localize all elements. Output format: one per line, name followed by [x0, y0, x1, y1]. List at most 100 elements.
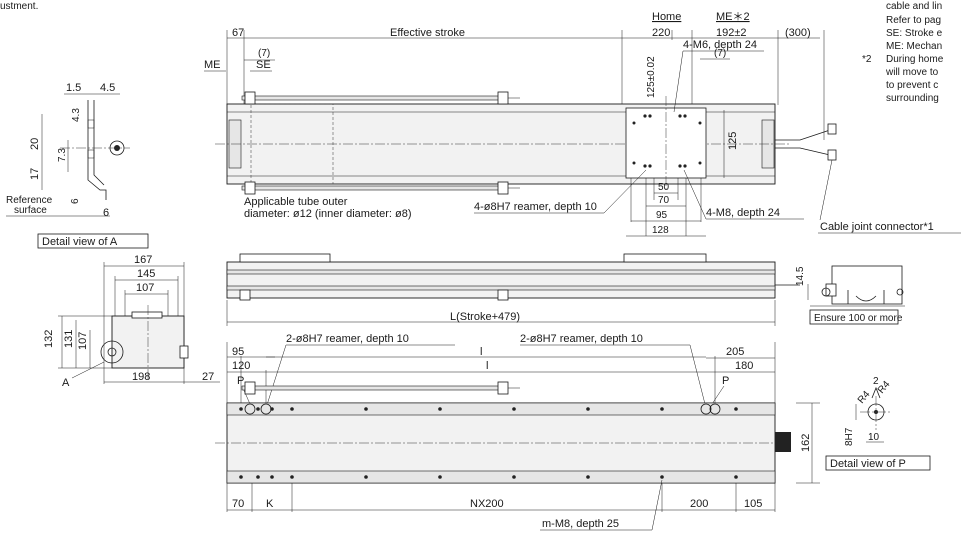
bottom-205: 205: [726, 346, 744, 358]
note-line-6: will move to: [885, 67, 939, 78]
detail-view-p: 2 R4 R4 8H7 10 Detail view of P: [825, 376, 931, 471]
detail-view-a: 1.5 4.5 4.3 20 7.3 17 6 Reference surfac…: [6, 82, 149, 249]
bottom-180: 180: [735, 360, 753, 372]
reference-label-1: Reference: [6, 195, 53, 206]
detail-a-6-h: 6: [103, 207, 109, 219]
detail-a-7-3: 7.3: [57, 148, 68, 162]
ensure-label: Ensure 100 or more: [814, 313, 903, 324]
dim-7-left: (7): [258, 48, 270, 59]
bottom-162: 162: [800, 434, 812, 452]
note-line-1: cable and lin: [886, 1, 942, 12]
cable: [775, 129, 831, 156]
notes-block: cable and lin Refer to pag SE: Stroke e …: [862, 1, 944, 104]
me-star2-label: ME＊2: [716, 11, 750, 23]
detail-p-2: 2: [873, 376, 879, 387]
end-view-right: Ensure 100 or more: [809, 265, 905, 325]
detail-p-8h7: 8H7: [844, 427, 855, 446]
detail-a-17: 17: [29, 168, 41, 180]
note-star2: *2: [862, 54, 872, 65]
note-line-3: SE: Stroke e: [886, 28, 943, 39]
se-label: SE: [256, 59, 271, 71]
cable-exit: [775, 432, 791, 452]
side-view: 14.5 L(Stroke+479): [226, 253, 809, 326]
end-132: 132: [43, 330, 55, 348]
cropped-note-text: ustment.: [0, 1, 38, 12]
end-145: 145: [137, 268, 155, 280]
bottom-l-upper: l: [480, 346, 482, 358]
detail-a-20: 20: [29, 138, 41, 150]
dim-125-002: 125±0.02: [646, 56, 657, 98]
m8-4-label: 4-M8, depth 24: [706, 207, 780, 219]
reamer-right-label: 2-ø8H7 reamer, depth 10: [520, 333, 643, 345]
bottom-95: 95: [232, 346, 244, 358]
bottom-200: 200: [690, 498, 708, 510]
dim-67: 67: [232, 27, 244, 39]
note-line-2: Refer to pag: [886, 15, 941, 26]
tube-fitting-top: [241, 91, 520, 105]
detail-p-r4-a: R4: [856, 389, 873, 406]
m6-label: 4-M6, depth 24: [683, 39, 757, 51]
note-line-7: to prevent c: [886, 80, 938, 91]
detail-a-4-5: 4.5: [100, 82, 115, 94]
reamer-4-label: 4-ø8H7 reamer, depth 10: [474, 201, 597, 213]
detail-a-caption-box: [37, 233, 149, 249]
note-line-5: During home: [886, 54, 944, 65]
note-line-8: surrounding: [886, 93, 939, 104]
effective-stroke-label: Effective stroke: [390, 27, 465, 39]
dim-7-right: (7): [714, 48, 726, 59]
end-107-v: 107: [77, 332, 89, 350]
ensure-box: [809, 309, 899, 325]
connector-1: [827, 123, 837, 135]
p-left-label: P: [237, 375, 244, 387]
dim-50: 50: [658, 182, 670, 193]
p-right-label: P: [722, 375, 729, 387]
detail-p-caption-box: [825, 455, 931, 471]
detail-a-1-5: 1.5: [66, 82, 81, 94]
side-l-label: L(Stroke+479): [450, 311, 520, 323]
tube-fitting-bottom: [241, 181, 520, 195]
bottom-k: K: [266, 498, 274, 510]
dim-70: 70: [658, 195, 670, 206]
bottom-view: 95 2-ø8H7 reamer, depth 10 2-ø8H7 reamer…: [215, 333, 820, 531]
dim-192: 192±2: [716, 27, 747, 39]
end-view-left: 167 145 107 132 131 107 A 198 27: [43, 254, 220, 389]
bottom-70: 70: [232, 498, 244, 510]
bottom-l-lower: l: [486, 360, 488, 372]
m-m8-label: m-M8, depth 25: [542, 518, 619, 530]
slider-side: [623, 253, 707, 263]
end-198: 198: [132, 371, 150, 383]
dim-95: 95: [656, 210, 668, 221]
end-131: 131: [63, 330, 75, 348]
detail-a-caption: Detail view of A: [42, 236, 118, 248]
side-dim-14-5: 14.5: [795, 266, 806, 286]
tube-note-1: Applicable tube outer: [244, 196, 348, 208]
connector-2: [827, 149, 837, 161]
mounting-holes: [239, 407, 738, 479]
end-a-label: A: [62, 377, 70, 389]
dim-300: (300): [785, 27, 811, 39]
cable-joint-label: Cable joint connector*1: [820, 221, 934, 233]
detail-p-notch: [871, 386, 881, 399]
dim-220: 220: [652, 27, 670, 39]
me-label: ME: [204, 59, 221, 71]
bottom-nx200: NX200: [470, 498, 504, 510]
reference-label-2: surface: [14, 205, 47, 216]
top-view: 67 Effective stroke Home ME＊2 220 192±2 …: [204, 11, 961, 237]
end-27: 27: [202, 371, 214, 383]
bottom-105: 105: [744, 498, 762, 510]
end-107-h: 107: [136, 282, 154, 294]
dim-125: 125: [727, 132, 739, 150]
bottom-120: 120: [232, 360, 250, 372]
end-view-right-body: [831, 265, 903, 305]
tube-note-2: diameter: ø12 (inner diameter: ø8): [244, 208, 412, 220]
end-view-tube-icon: [100, 340, 124, 364]
detail-a-6-v: 6: [70, 198, 81, 204]
dim-128: 128: [652, 225, 669, 236]
detail-p-caption: Detail view of P: [830, 458, 906, 470]
reamer-left-label: 2-ø8H7 reamer, depth 10: [286, 333, 409, 345]
end-167: 167: [134, 254, 152, 266]
home-label: Home: [652, 11, 681, 23]
note-line-4: ME: Mechan: [886, 41, 942, 52]
detail-a-4-3: 4.3: [71, 108, 82, 122]
